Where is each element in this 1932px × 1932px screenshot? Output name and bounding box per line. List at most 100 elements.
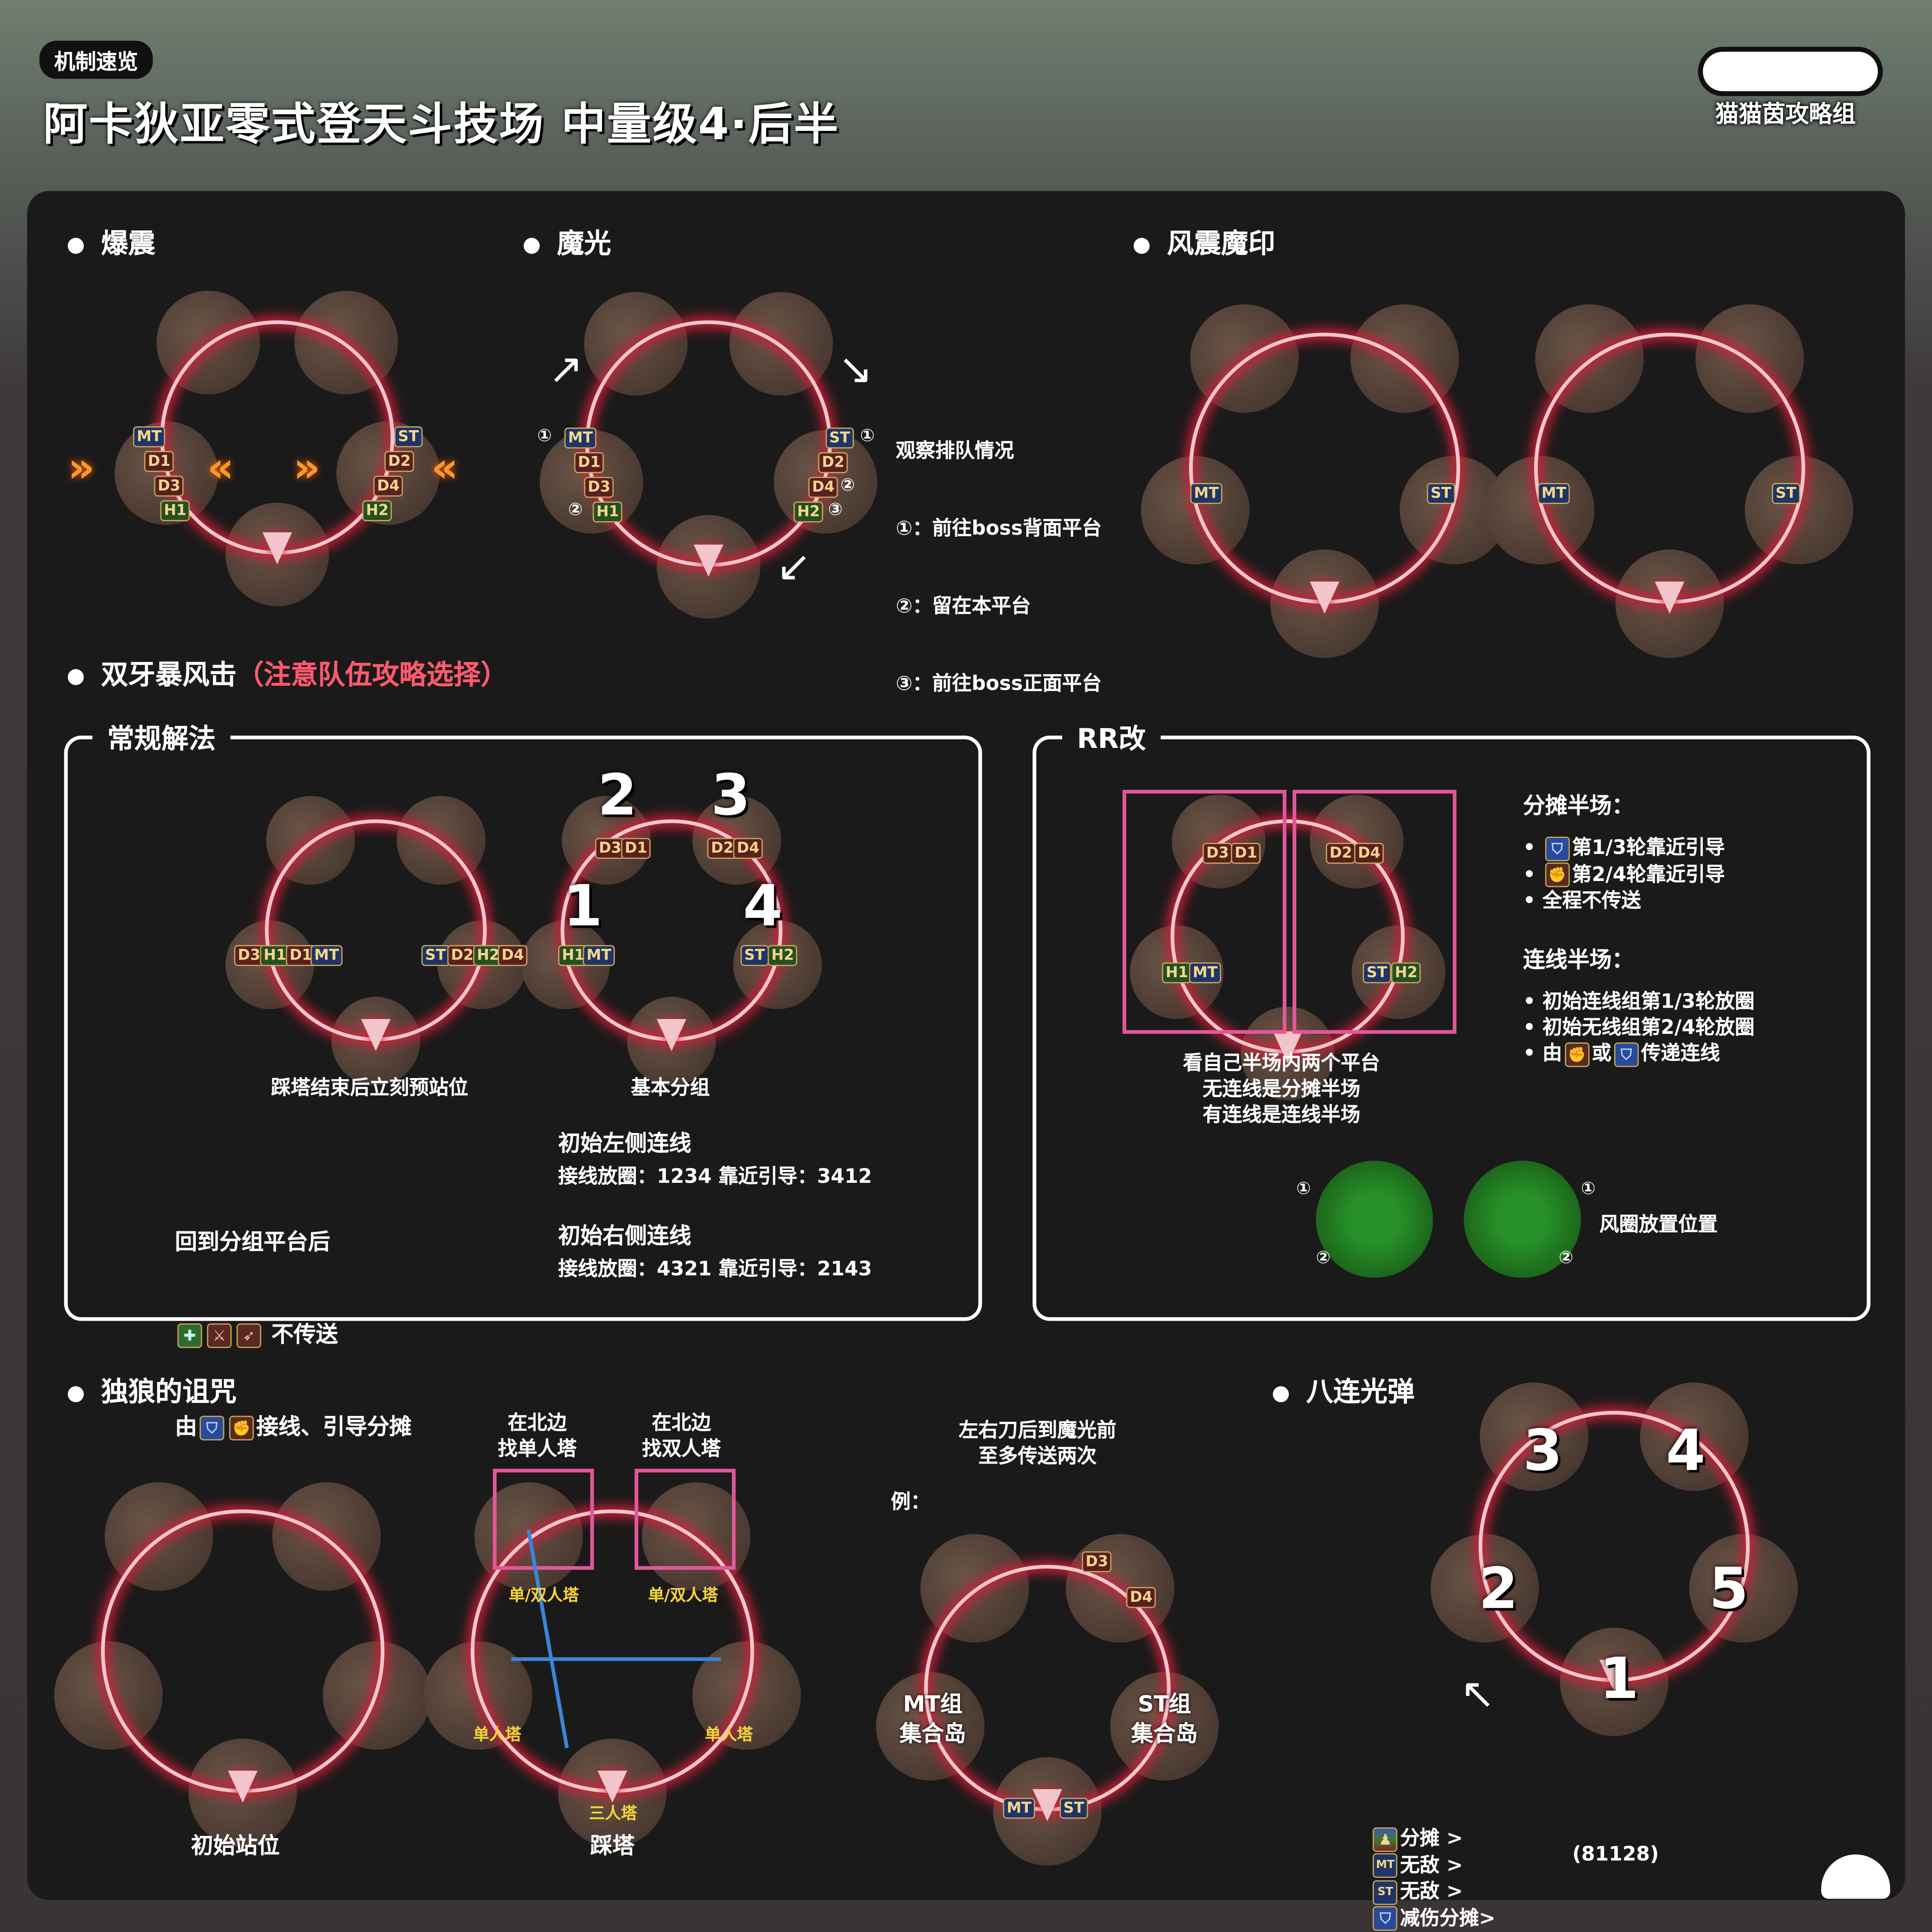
role-tag: D1	[144, 451, 174, 472]
st-group-island: ST组 集合岛	[1131, 1692, 1198, 1747]
right-tether-info: 初始右侧连线 接线放圈：4321 靠近引导：2143	[558, 1223, 872, 1280]
section-moguang-heading: 魔光	[523, 222, 611, 261]
curved-arrow-icon: ↖	[1460, 1669, 1495, 1719]
pre-position-caption: 踩塔结束后立刻预站位	[271, 1075, 468, 1100]
stack-icon: ♟	[1373, 1826, 1398, 1852]
role-tag: ST	[1427, 483, 1455, 504]
return-instructions: 回到分组平台后 ✚⚔➶ 不传送 由⛉✊接线、引导分摊	[175, 1230, 412, 1441]
role-tag: H2	[768, 945, 798, 966]
role-tag: D2	[1326, 843, 1356, 864]
group-number: 2	[597, 761, 637, 828]
team-logo: 猫猫茵攻略组	[1698, 47, 1885, 133]
tower-label: 单/双人塔	[648, 1587, 718, 1606]
team-strategy-warning: （注意队伍攻略选择）	[237, 660, 508, 692]
role-tag: H2	[362, 500, 392, 522]
role-tag: MT	[133, 426, 165, 447]
section-lonewolf-heading: 独狼的诅咒	[67, 1370, 237, 1410]
boss-marker-icon	[656, 1019, 687, 1051]
example-label: 例：	[891, 1489, 930, 1513]
moguang-notes: 观察排队情况 ①：前往boss背面平台 ②：留在本平台 ③：前往boss正面平台	[896, 438, 1102, 695]
arena-ring	[1478, 1411, 1750, 1682]
boss-marker-icon	[228, 1771, 258, 1803]
arena-ring	[1534, 332, 1805, 604]
platform-number: 3	[1523, 1417, 1563, 1484]
curved-arrow-icon: ↘	[838, 345, 873, 395]
boss-marker-icon	[1309, 581, 1340, 614]
regular-solution-title: 常规解法	[92, 717, 231, 757]
role-tag: H1	[160, 500, 191, 522]
stack-half-info: 分摊半场： • ⛉第1/3轮靠近引导 • ✊第2/4轮靠近引导 • 全程不传送	[1523, 793, 1725, 912]
role-tag: D1	[621, 838, 651, 859]
arena-ring	[1189, 332, 1460, 604]
boss-marker-icon	[1273, 1031, 1303, 1063]
rr-solution-title: RR改	[1062, 717, 1161, 757]
shield-icon: ⛉	[1373, 1906, 1398, 1931]
mt-icon: MT	[1373, 1853, 1398, 1878]
role-tag: ST	[421, 945, 450, 966]
section-shuangya-heading: 双牙暴风击（注意队伍攻略选择）	[67, 653, 508, 693]
tower-label: 三人塔	[589, 1805, 637, 1824]
north-single-label: 在北边 找单人塔	[498, 1411, 577, 1460]
role-tag: MT	[564, 427, 597, 449]
section-fengzhen-heading: 风震魔印	[1133, 222, 1275, 261]
role-tag: D3	[584, 477, 614, 498]
marker-2: ②	[1558, 1248, 1574, 1268]
tower-label: 单/双人塔	[509, 1587, 579, 1606]
group-number: 1	[563, 872, 603, 939]
curved-arrow-icon: ↗	[548, 345, 583, 395]
melee-fist-icon: ✊	[1564, 1042, 1589, 1066]
role-tag: ST	[1363, 962, 1391, 984]
role-tag: D2	[707, 838, 738, 859]
role-tag: D4	[733, 838, 763, 859]
arena-ring	[585, 320, 832, 567]
role-tag: MT	[583, 945, 615, 966]
melee-fist-icon: ✊	[1545, 862, 1570, 887]
role-tag: D4	[808, 477, 838, 498]
boss-marker-icon	[1655, 581, 1685, 614]
section-bazhen-heading: 八连光弹	[1273, 1370, 1415, 1410]
marker-2: ②	[840, 475, 855, 495]
role-tag: ST	[1772, 483, 1800, 504]
tether-half-info: 连线半场： • 初始连线组第1/3轮放圈 • 初始无线组第2/4轮放圈 • 由✊…	[1523, 946, 1755, 1066]
role-tag: MT	[1003, 1798, 1036, 1819]
ranged-icon: ➶	[237, 1323, 261, 1348]
role-tag: MT	[1190, 483, 1223, 504]
platform-number: 4	[1666, 1417, 1706, 1484]
left-tether-info: 初始左侧连线 接线放圈：1234 靠近引导：3412	[558, 1131, 872, 1188]
role-tag: ST	[825, 427, 854, 449]
role-tag: D4	[1354, 843, 1384, 864]
chevron-right-icon: »	[293, 444, 321, 493]
role-tag: ST	[1060, 1798, 1088, 1819]
tower-label: 单人塔	[705, 1726, 753, 1745]
role-tag: D2	[818, 452, 848, 474]
platform-number: 2	[1478, 1555, 1518, 1622]
section-baozhen-heading: 爆震	[67, 222, 155, 261]
role-tag: D4	[498, 945, 528, 966]
chevron-left-icon: «	[431, 444, 459, 493]
wind-placement-label: 风圈放置位置	[1599, 1212, 1718, 1236]
chevron-right-icon: »	[67, 444, 95, 493]
marker-2: ②	[568, 500, 583, 520]
role-tag: MT	[310, 945, 343, 966]
tower-caption: 踩塔	[590, 1833, 635, 1859]
sequence-code: (81128)	[1572, 1842, 1659, 1866]
marker-2: ②	[1316, 1248, 1331, 1268]
role-tag: D4	[1126, 1587, 1156, 1608]
arena-ring	[160, 320, 395, 555]
regular-solution-box	[64, 735, 982, 1321]
cat-logo-icon	[1698, 47, 1883, 96]
boss-marker-icon	[1599, 1659, 1629, 1692]
teleport-note: 左右刀后到魔光前 至多传送两次	[958, 1418, 1117, 1468]
tank-shield-icon: ⛉	[1614, 1042, 1639, 1066]
marker-1: ①	[1581, 1179, 1596, 1199]
role-tag: H1	[1162, 962, 1192, 984]
role-tag: H1	[592, 501, 623, 522]
role-tag: H2	[1391, 962, 1422, 984]
st-icon: ST	[1373, 1880, 1398, 1905]
role-tag: D2	[384, 451, 415, 472]
rr-solution-box	[1033, 735, 1871, 1321]
mt-group-island: MT组 集合岛	[899, 1692, 966, 1747]
role-tag: MT	[1189, 962, 1221, 984]
role-tag: D3	[595, 838, 625, 859]
